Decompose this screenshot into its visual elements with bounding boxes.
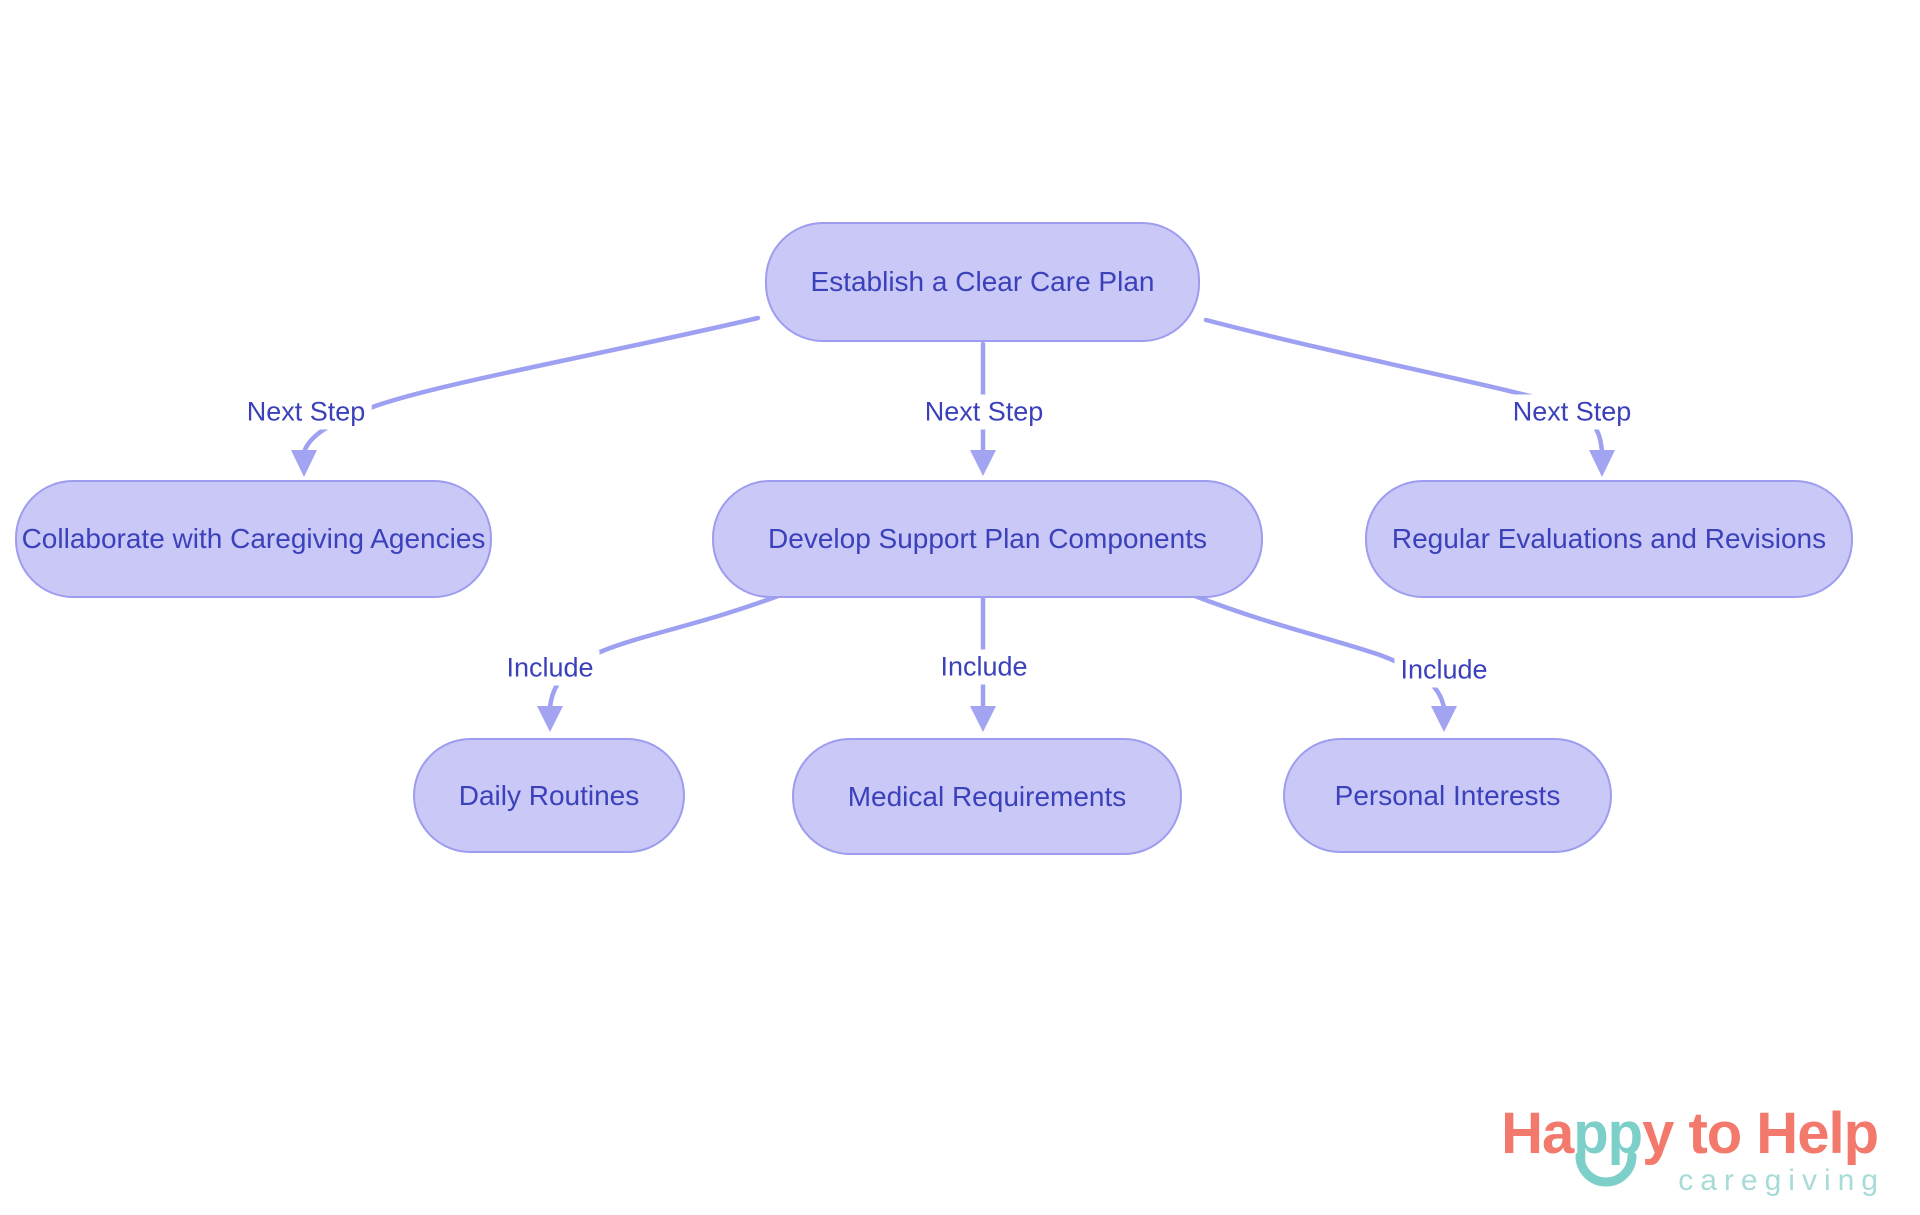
- node-label: Collaborate with Caregiving Agencies: [21, 523, 486, 554]
- logo-text-y-to-help: y to Help: [1642, 1101, 1879, 1166]
- arrowhead-regular: [1589, 450, 1615, 477]
- node-develop-support-plan: Develop Support Plan Components: [712, 480, 1263, 598]
- arrowhead-medical: [970, 706, 996, 732]
- logo-text-pp: pp: [1573, 1102, 1643, 1187]
- edge-label-include-center: Include: [934, 649, 1034, 685]
- logo-text-ha: Ha: [1501, 1101, 1574, 1166]
- smile-icon: [1575, 1151, 1637, 1187]
- edge-label-next-step-right: Next Step: [1506, 394, 1638, 430]
- arrowhead-personal: [1431, 706, 1457, 732]
- arrowhead-collaborate: [291, 450, 317, 477]
- arrowhead-daily: [537, 706, 563, 732]
- edge-label-next-step-center: Next Step: [918, 394, 1050, 430]
- node-daily-routines: Daily Routines: [413, 738, 685, 853]
- node-label: Establish a Clear Care Plan: [810, 266, 1155, 297]
- node-establish-care-plan: Establish a Clear Care Plan: [765, 222, 1200, 342]
- edge-establish-regular: [1203, 317, 1605, 455]
- node-label: Personal Interests: [1334, 779, 1561, 811]
- arrowhead-develop: [970, 450, 996, 476]
- node-label: Develop Support Plan Components: [768, 523, 1207, 554]
- edge-establish-collaborate: [301, 315, 761, 455]
- node-regular-evaluations: Regular Evaluations and Revisions: [1365, 480, 1853, 598]
- node-personal-interests: Personal Interests: [1283, 738, 1612, 853]
- node-label: Regular Evaluations and Revisions: [1391, 523, 1827, 554]
- node-label: Daily Routines: [458, 779, 640, 811]
- node-label: Medical Requirements: [847, 780, 1127, 812]
- edge-label-next-step-left: Next Step: [240, 394, 372, 430]
- edge-label-include-right: Include: [1394, 652, 1494, 688]
- logo-subtitle-caregiving: caregiving: [1678, 1163, 1885, 1197]
- node-collaborate-agencies: Collaborate with Caregiving Agencies: [15, 480, 492, 598]
- node-medical-requirements: Medical Requirements: [792, 738, 1182, 855]
- edge-label-include-left: Include: [500, 650, 600, 686]
